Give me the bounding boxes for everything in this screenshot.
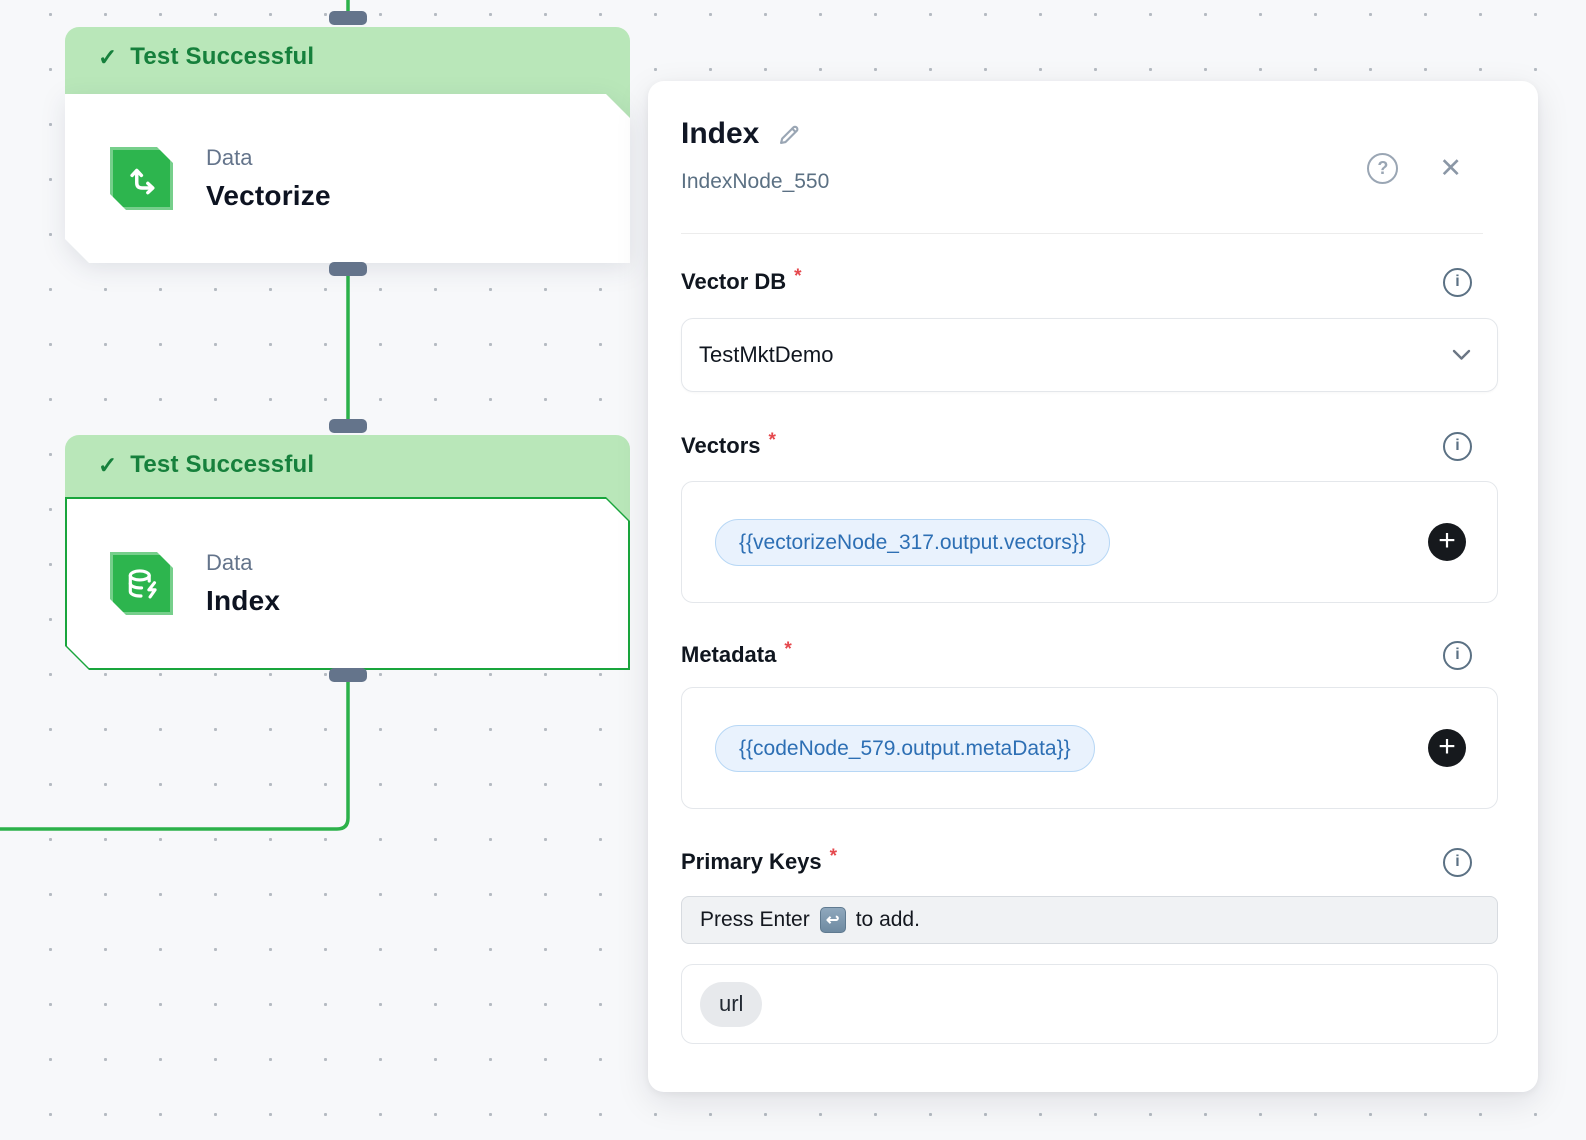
panel-title: Index: [681, 117, 760, 150]
node-category: Data: [206, 550, 253, 575]
enter-key-icon: ↩: [819, 907, 846, 933]
input-handle-vectorize[interactable]: [329, 11, 367, 25]
check-icon: ✓: [98, 43, 118, 70]
node-id-subtitle: IndexNode_550: [681, 170, 830, 193]
node-config-panel: Index IndexNode_550 ? ✕ Vector DB * i Te…: [648, 81, 1538, 1092]
check-icon: ✓: [98, 451, 118, 478]
info-icon[interactable]: i: [1443, 431, 1472, 461]
input-handle-index[interactable]: [329, 419, 367, 433]
info-icon[interactable]: i: [1443, 847, 1472, 877]
close-icon[interactable]: ✕: [1439, 153, 1462, 183]
vectorize-icon: [110, 147, 173, 210]
metadata-field[interactable]: {{codeNode_579.output.metaData}} +: [681, 687, 1498, 809]
add-metadata-button[interactable]: +: [1428, 729, 1466, 767]
primary-keys-list: url: [681, 964, 1498, 1044]
primary-key-chip[interactable]: url: [700, 981, 763, 1027]
vector-db-value: TestMktDemo: [699, 342, 834, 367]
vectors-label: Vectors: [681, 433, 761, 458]
info-icon[interactable]: i: [1443, 267, 1472, 297]
placeholder-suffix: to add.: [855, 908, 920, 931]
node-title: Vectorize: [206, 180, 331, 211]
node-card-index[interactable]: Data Index: [65, 497, 630, 670]
add-vectors-button[interactable]: +: [1428, 523, 1466, 561]
database-zap-icon: [110, 552, 173, 615]
vectors-field[interactable]: {{vectorizeNode_317.output.vectors}} +: [681, 481, 1498, 603]
chevron-down-icon: [1452, 349, 1471, 360]
node-status-text: Test Successful: [130, 43, 315, 70]
primary-keys-label: Primary Keys: [681, 849, 822, 874]
info-icon[interactable]: i: [1443, 640, 1472, 670]
node-card-vectorize[interactable]: Data Vectorize: [65, 94, 630, 263]
placeholder-prefix: Press Enter: [700, 908, 810, 931]
vector-db-label: Vector DB: [681, 269, 787, 294]
node-status-text: Test Successful: [130, 451, 315, 478]
output-handle-vectorize[interactable]: [329, 262, 367, 276]
header-divider: [681, 233, 1483, 234]
required-asterisk: *: [829, 846, 838, 867]
required-asterisk: *: [784, 639, 792, 660]
required-asterisk: *: [768, 430, 776, 451]
node-title: Index: [206, 585, 281, 616]
vector-db-select[interactable]: TestMktDemo: [681, 318, 1498, 392]
vectors-variable-chip[interactable]: {{vectorizeNode_317.output.vectors}}: [715, 519, 1110, 566]
primary-keys-input[interactable]: Press Enter ↩ to add.: [681, 896, 1498, 944]
help-icon[interactable]: ?: [1367, 153, 1399, 184]
edit-pencil-icon[interactable]: [776, 121, 803, 148]
output-handle-index[interactable]: [329, 668, 367, 682]
required-asterisk: *: [794, 266, 802, 287]
metadata-variable-chip[interactable]: {{codeNode_579.output.metaData}}: [715, 725, 1095, 772]
metadata-label: Metadata: [681, 642, 777, 667]
node-category: Data: [206, 145, 253, 170]
